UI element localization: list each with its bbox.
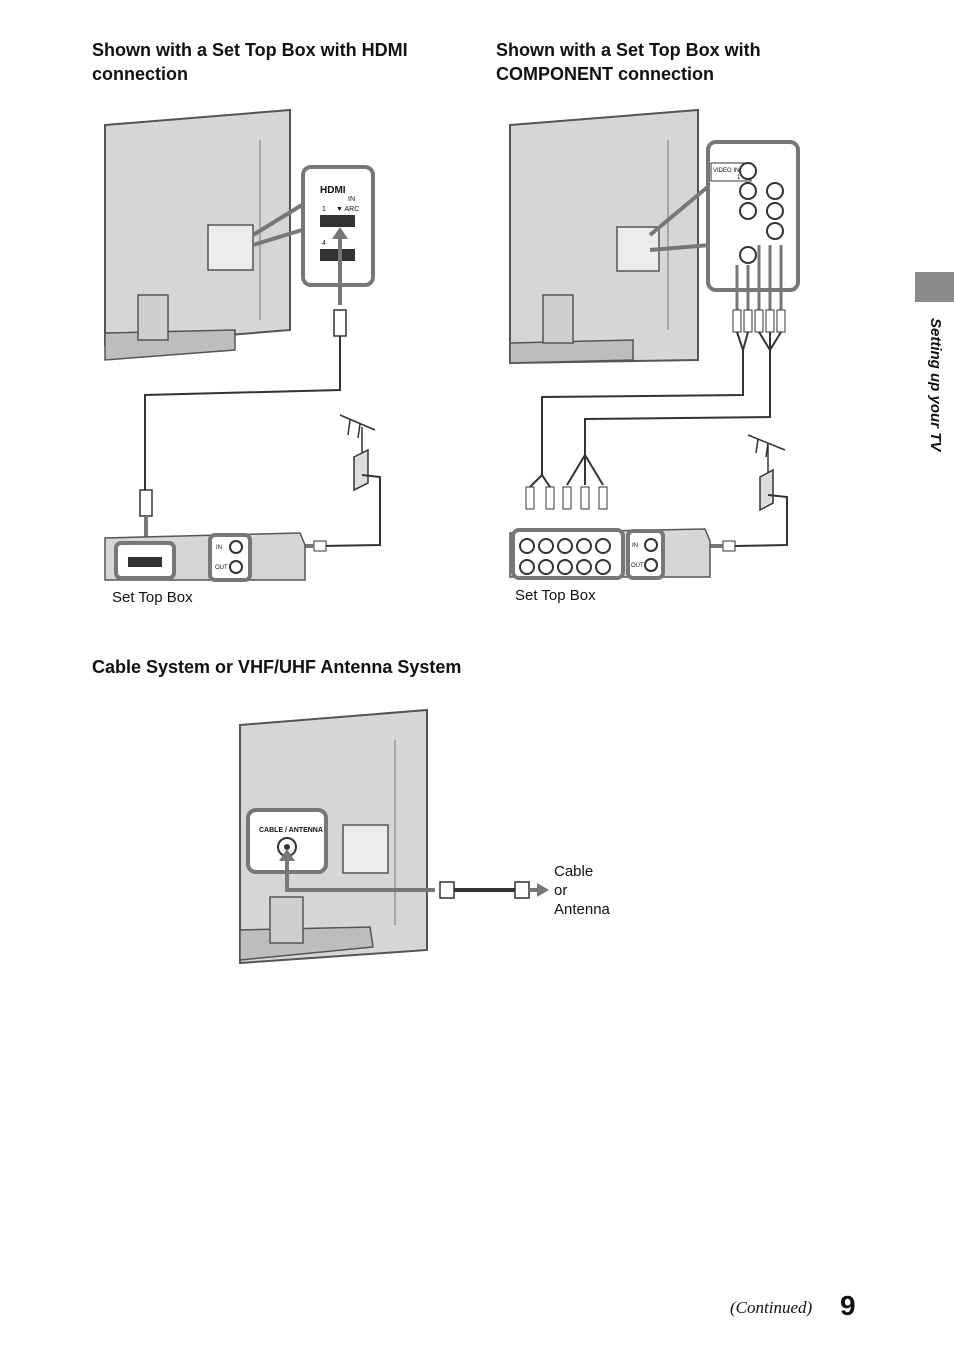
hdmi-logo: HDMI bbox=[320, 185, 346, 196]
antenna-wall-plate bbox=[759, 468, 774, 512]
antenna-icon bbox=[339, 414, 376, 453]
tv-stand bbox=[509, 339, 634, 364]
jack-audio-r bbox=[739, 246, 757, 264]
tv-stand bbox=[104, 329, 236, 361]
jack-audio-l2 bbox=[766, 222, 784, 240]
stb-out-label: OUT bbox=[215, 565, 228, 571]
hdmi-set-top-box-label: Set Top Box bbox=[112, 589, 193, 606]
jack-audio-l bbox=[739, 202, 757, 220]
coax-plug-source bbox=[514, 881, 530, 899]
stb-out-label: OUT bbox=[631, 563, 644, 569]
stb-rf-out bbox=[229, 560, 243, 574]
tv-terminal-box bbox=[342, 824, 389, 874]
hdmi-plug-tv bbox=[333, 309, 347, 337]
hdmi-section-title: Shown with a Set Top Box with HDMI conne… bbox=[92, 38, 472, 86]
hdmi-plug-stb bbox=[139, 489, 153, 517]
jack-y bbox=[739, 162, 757, 180]
stb-side-plugs bbox=[525, 486, 608, 510]
component-cable-video bbox=[584, 331, 771, 455]
stb-rf-in bbox=[644, 538, 658, 552]
hdmi-port1-label: 1 bbox=[322, 206, 326, 213]
component-section-title: Shown with a Set Top Box with COMPONENT … bbox=[496, 38, 876, 86]
jack-pr bbox=[766, 202, 784, 220]
hdmi-in-label: IN bbox=[348, 196, 355, 203]
source-label-antenna: Antenna bbox=[554, 901, 610, 918]
page-number: 9 bbox=[840, 1290, 856, 1321]
component-set-top-box-label: Set Top Box bbox=[515, 587, 596, 604]
section-tab-marker bbox=[915, 272, 954, 302]
component-title-line2: COMPONENT connection bbox=[496, 64, 715, 84]
tv-stand-neck bbox=[269, 896, 304, 944]
hdmi-title-line2: connection bbox=[92, 64, 189, 84]
coax-plug-tv bbox=[439, 881, 455, 899]
component-cable-audio bbox=[541, 331, 744, 475]
stb-rf-out bbox=[644, 558, 658, 572]
antenna-icon bbox=[747, 434, 786, 473]
stb-component-jacks bbox=[519, 538, 611, 575]
stb-rf-highlight bbox=[626, 529, 665, 580]
cable-antenna-label: CABLE / ANTENNA bbox=[259, 827, 323, 834]
antenna-cable bbox=[734, 494, 788, 547]
tv-back-panel bbox=[509, 108, 699, 365]
stb-hdmi-port bbox=[128, 557, 162, 567]
stb-in-label: IN bbox=[216, 545, 222, 551]
hdmi-connection-diagram: HDMI IN 1 ▼ ARC 4 IN OUT bbox=[104, 108, 381, 582]
antenna-source-label: Cable or Antenna bbox=[554, 862, 610, 919]
stb-in-label: IN bbox=[632, 543, 638, 549]
component-connection-diagram: VIDEO IN 1 bbox=[509, 108, 800, 580]
tv-terminal-box bbox=[207, 224, 254, 271]
tv-stand-neck bbox=[542, 294, 574, 344]
jack-pb bbox=[766, 182, 784, 200]
video-in-num: 1 bbox=[737, 175, 741, 181]
tv-back-panel bbox=[104, 108, 291, 347]
tv-side-plugs bbox=[732, 309, 786, 333]
tv-stand-neck bbox=[137, 294, 169, 341]
stb-rf-highlight bbox=[208, 533, 252, 582]
antenna-section-title: Cable System or VHF/UHF Antenna System bbox=[92, 657, 462, 677]
hdmi-cable bbox=[144, 336, 341, 490]
source-label-or: or bbox=[554, 882, 568, 899]
hdmi-arc-label: ▼ ARC bbox=[336, 206, 359, 213]
jack-video bbox=[739, 182, 757, 200]
hdmi-port-4 bbox=[320, 249, 355, 261]
antenna-arrow bbox=[285, 857, 435, 892]
section-tab-text: Setting up your TV bbox=[927, 318, 944, 452]
stb-rf-in bbox=[229, 540, 243, 554]
source-label-cable: Cable bbox=[554, 863, 594, 880]
antenna-connection-diagram: CABLE / ANTENNA bbox=[239, 708, 549, 965]
component-title-line1: Shown with a Set Top Box with bbox=[496, 40, 761, 60]
video-in-label: VIDEO IN bbox=[713, 168, 739, 174]
hdmi-port-1 bbox=[320, 215, 355, 227]
antenna-cable bbox=[319, 474, 381, 547]
continued-note: (Continued) bbox=[730, 1298, 813, 1317]
coax-plug bbox=[722, 540, 736, 552]
coax-plug bbox=[313, 540, 327, 552]
hdmi-title-line1: Shown with a Set Top Box with HDMI bbox=[92, 40, 408, 60]
antenna-wall-plate bbox=[353, 448, 369, 492]
hdmi-port4-label: 4 bbox=[322, 240, 326, 247]
